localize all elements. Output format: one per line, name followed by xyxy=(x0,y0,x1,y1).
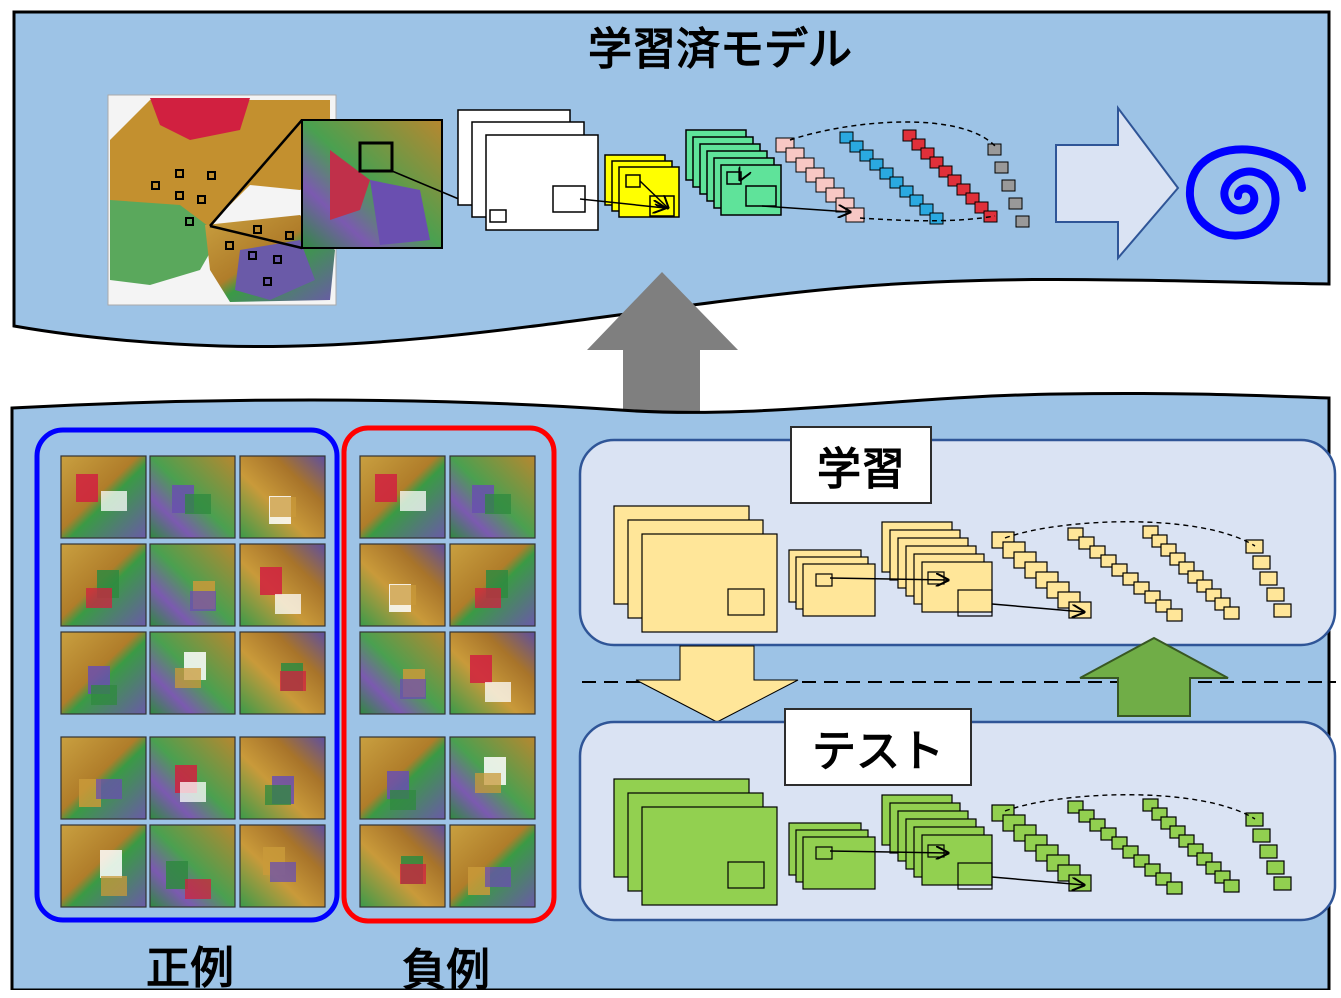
spiral-icon xyxy=(1185,145,1306,240)
radar-thumbnail xyxy=(60,543,147,627)
radar-thumbnail xyxy=(359,736,446,820)
radar-thumbnail xyxy=(60,631,147,715)
positive-examples-label: 正例 xyxy=(146,943,234,994)
positive-examples-grid xyxy=(60,455,326,908)
test-cnn-diagram xyxy=(613,778,1292,906)
train-cnn-diagram xyxy=(613,505,1292,633)
radar-thumbnail xyxy=(359,631,446,715)
radar-thumbnail xyxy=(149,824,236,908)
negative-examples-label: 負例 xyxy=(402,945,490,996)
test-label: テスト xyxy=(784,708,972,786)
radar-thumbnail xyxy=(239,736,326,820)
radar-thumbnail xyxy=(60,736,147,820)
radar-thumbnail xyxy=(239,631,326,715)
radar-thumbnail xyxy=(239,543,326,627)
radar-thumbnail xyxy=(449,631,536,715)
radar-thumbnail xyxy=(149,543,236,627)
train-label: 学習 xyxy=(790,426,932,504)
test-to-train-arrow xyxy=(1079,636,1229,717)
output-arrow xyxy=(1055,105,1180,261)
radar-zoom-patch xyxy=(301,119,443,249)
radar-thumbnail xyxy=(149,631,236,715)
model-up-arrow xyxy=(587,272,738,428)
radar-thumbnail xyxy=(359,824,446,908)
radar-thumbnail xyxy=(149,736,236,820)
radar-thumbnail xyxy=(449,455,536,539)
radar-thumbnail xyxy=(60,455,147,539)
radar-thumbnail xyxy=(239,824,326,908)
radar-thumbnail xyxy=(149,455,236,539)
page-title: 学習済モデル xyxy=(588,24,852,75)
negative-examples-grid xyxy=(359,455,536,908)
radar-thumbnail xyxy=(449,736,536,820)
radar-thumbnail xyxy=(449,543,536,627)
radar-thumbnail xyxy=(60,824,147,908)
radar-thumbnail xyxy=(359,455,446,539)
radar-thumbnail xyxy=(449,824,536,908)
radar-thumbnail xyxy=(359,543,446,627)
radar-thumbnail xyxy=(239,455,326,539)
train-to-test-arrow xyxy=(635,645,799,723)
